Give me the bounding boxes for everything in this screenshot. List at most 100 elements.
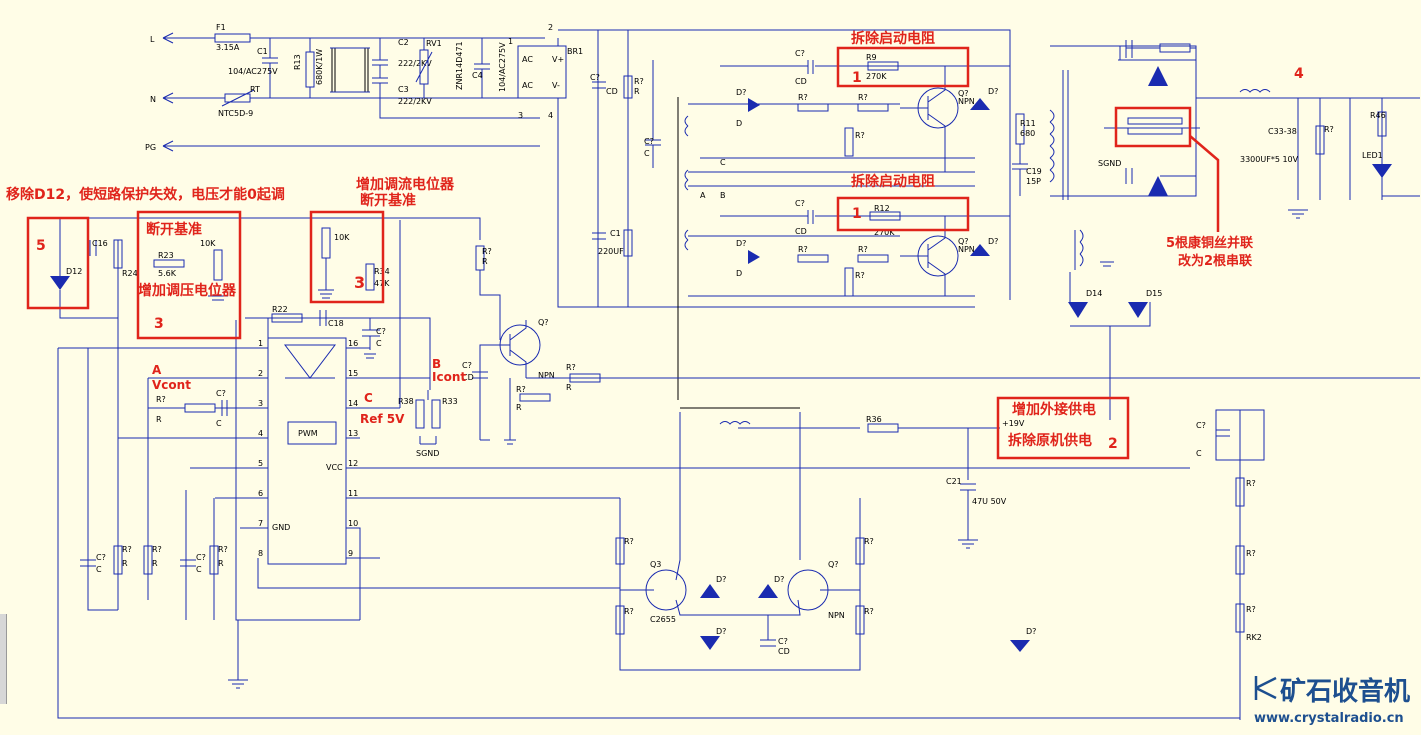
svg-text:C2: C2	[398, 38, 409, 47]
svg-text:13: 13	[348, 429, 358, 438]
svg-text:B: B	[432, 357, 441, 371]
annotation-box-start-resistor-1	[836, 46, 970, 88]
svg-text:C?: C?	[795, 199, 805, 208]
svg-text:6: 6	[258, 489, 263, 498]
svg-text:R?: R?	[864, 537, 874, 546]
svg-text:NPN: NPN	[828, 611, 845, 620]
red-annotations: 拆除启动电阻 1 拆除启动电阻 1 移除D12，使短路保护失效，电压才能0起调 …	[6, 30, 1304, 460]
annotation-wire-note-line-1: 5根康铜丝并联	[1166, 235, 1253, 251]
svg-text:CD: CD	[778, 647, 790, 656]
svg-text:GND: GND	[272, 523, 290, 532]
svg-text:C16: C16	[92, 239, 108, 248]
svg-text:1: 1	[508, 37, 513, 46]
svg-text:D?: D?	[988, 87, 998, 96]
common-mode-choke	[331, 48, 369, 92]
svg-text:C: C	[216, 419, 222, 428]
svg-text:RV1: RV1	[426, 39, 442, 48]
annotation-add-vpot: 增加调压电位器	[138, 282, 237, 299]
svg-text:2: 2	[1108, 436, 1118, 452]
svg-text:D?: D?	[736, 239, 746, 248]
svg-text:R?: R?	[624, 537, 634, 546]
svg-text:Q?: Q?	[538, 318, 549, 327]
svg-text:RK2: RK2	[1246, 633, 1262, 642]
diode-d12	[50, 276, 70, 290]
svg-text:C?: C?	[216, 389, 226, 398]
svg-text:R: R	[482, 257, 488, 266]
svg-text:R36: R36	[866, 415, 882, 424]
svg-text:A: A	[700, 191, 706, 200]
scrollbar-left[interactable]	[0, 614, 7, 704]
bridge-br1	[517, 45, 567, 99]
logo-icon	[1254, 676, 1277, 700]
svg-text:R?: R?	[858, 245, 868, 254]
svg-text:9: 9	[348, 549, 353, 558]
svg-text:222/2KV: 222/2KV	[398, 97, 432, 106]
watermark-logo: 矿石收音机 www.crystalradio.cn	[1254, 676, 1410, 726]
svg-text:C21: C21	[946, 477, 962, 486]
svg-text:C?: C?	[778, 637, 788, 646]
svg-text:R?: R?	[624, 607, 634, 616]
svg-text:R11: R11	[1020, 119, 1036, 128]
annotation-break-ref: 断开基准	[146, 221, 202, 238]
svg-text:15P: 15P	[1026, 177, 1041, 186]
svg-text:C: C	[644, 149, 650, 158]
svg-text:R: R	[634, 87, 640, 96]
svg-text:D12: D12	[66, 267, 82, 276]
svg-text:+19V: +19V	[1002, 419, 1025, 428]
svg-text:C: C	[376, 339, 382, 348]
svg-text:R12: R12	[874, 204, 890, 213]
annotation-box-start-resistor-2	[836, 196, 970, 232]
svg-text:680: 680	[1020, 129, 1035, 138]
annotation-remove-start-2: 拆除启动电阻	[851, 173, 935, 190]
svg-text:7: 7	[258, 519, 263, 528]
svg-text:C?: C?	[196, 553, 206, 562]
svg-text:R22: R22	[272, 305, 288, 314]
svg-text:R?: R?	[156, 395, 166, 404]
annotation-wire-note-line-2: 改为2根串联	[1178, 253, 1252, 269]
svg-text:222/2KV: 222/2KV	[398, 59, 432, 68]
svg-text:R?: R?	[1246, 605, 1256, 614]
svg-text:R24: R24	[122, 269, 138, 278]
annotation-ref5v: Ref 5V	[360, 412, 405, 426]
svg-text:C?: C?	[1196, 421, 1206, 430]
fuse-f1	[214, 33, 251, 43]
svg-text:R?: R?	[855, 271, 865, 280]
svg-text:3: 3	[518, 111, 523, 120]
svg-text:680K/1W: 680K/1W	[315, 49, 324, 85]
svg-text:R?: R?	[855, 131, 865, 140]
annotation-remove-start-1: 拆除启动电阻	[851, 30, 935, 47]
annotation-box-ipot	[309, 210, 385, 304]
svg-text:C4: C4	[472, 71, 483, 80]
annotation-icont: Icont	[432, 370, 466, 384]
led-icon	[1372, 164, 1392, 178]
svg-text:3: 3	[354, 273, 365, 292]
pwm-controller: PWM VCC GND 1 2 3 4 5 6 7 8 9 10 11 12 1…	[50, 217, 1420, 719]
svg-text:NPN: NPN	[538, 371, 555, 380]
svg-text:270K: 270K	[874, 228, 895, 237]
svg-text:R: R	[122, 559, 128, 568]
svg-text:3: 3	[258, 399, 263, 408]
svg-text:Q?: Q?	[958, 237, 969, 246]
svg-text:R?: R?	[864, 607, 874, 616]
svg-text:R?: R?	[798, 93, 808, 102]
svg-text:C?: C?	[590, 73, 600, 82]
svg-text:BR1: BR1	[567, 47, 583, 56]
svg-text:1: 1	[852, 70, 862, 86]
svg-text:4: 4	[548, 111, 553, 120]
svg-text:B: B	[720, 191, 726, 200]
svg-text:SGND: SGND	[1098, 159, 1121, 168]
resistor-r12	[869, 211, 901, 221]
svg-text:R?: R?	[1324, 125, 1334, 134]
svg-text:VCC: VCC	[326, 463, 343, 472]
svg-text:CD: CD	[795, 227, 807, 236]
logo-url: www.crystalradio.cn	[1254, 711, 1404, 726]
svg-text:4: 4	[1294, 66, 1304, 82]
rectifier-diode	[1148, 176, 1168, 196]
svg-text:8: 8	[258, 549, 263, 558]
svg-text:R?: R?	[122, 545, 132, 554]
svg-text:270K: 270K	[866, 72, 887, 81]
svg-text:5: 5	[258, 459, 263, 468]
svg-text:F1: F1	[216, 23, 226, 32]
